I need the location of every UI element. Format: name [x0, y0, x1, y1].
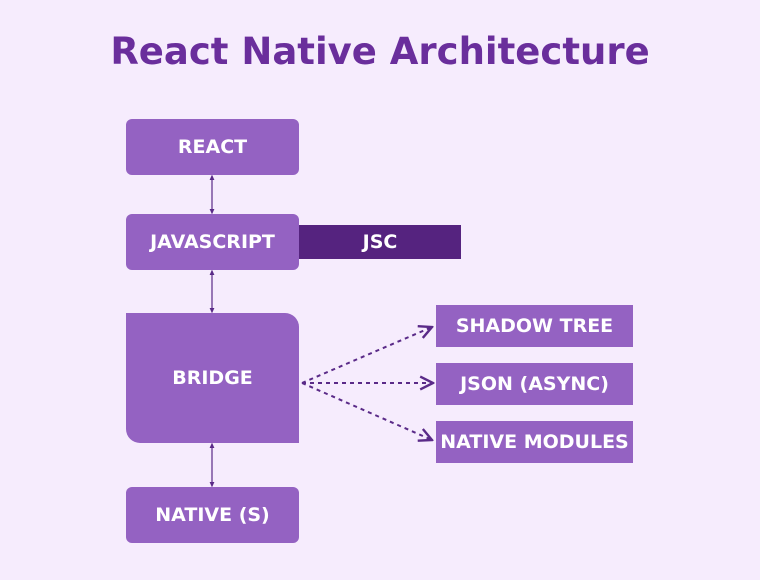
arrow-bridge-shadow-tree: [301, 327, 432, 384]
native-box: NATIVE (S): [126, 487, 299, 543]
native-modules-box: NATIVE MODULES: [436, 421, 633, 463]
shadow-tree-box: SHADOW TREE: [436, 305, 633, 347]
javascript-box: JAVASCRIPT: [126, 214, 299, 270]
bridge-box: BRIDGE: [126, 313, 299, 443]
react-box: REACT: [126, 119, 299, 175]
arrow-bridge-native-modules: [301, 382, 432, 440]
json-async-box: JSON (ASYNC): [436, 363, 633, 405]
diagram-title: React Native Architecture: [110, 30, 650, 73]
jsc-box: JSC: [299, 225, 461, 259]
